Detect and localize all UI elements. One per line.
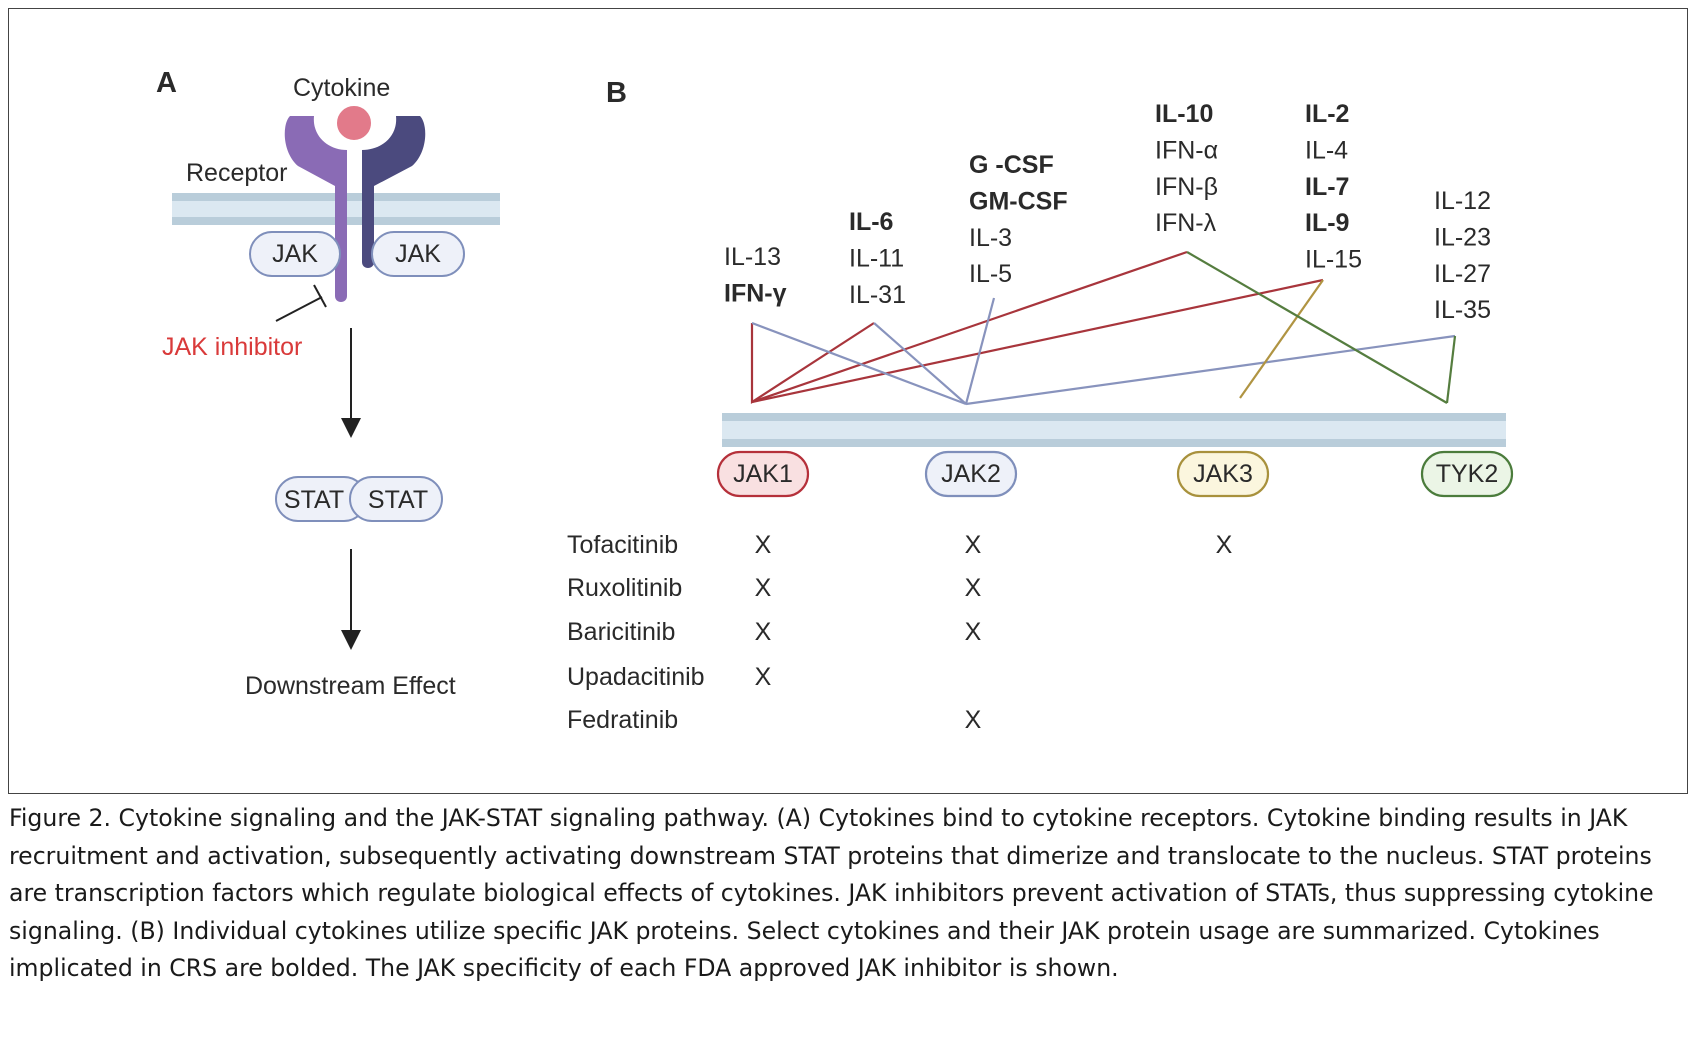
inhibition-mark: X bbox=[965, 574, 982, 602]
jak-pill-label: JAK3 bbox=[1193, 460, 1253, 488]
cytokine-label: IFN-γ bbox=[724, 279, 787, 307]
cytokine-label: IL-2 bbox=[1305, 100, 1349, 128]
link-jak3 bbox=[1239, 279, 1324, 399]
cytokine-label: IL-13 bbox=[724, 243, 781, 271]
stat-dimer: STAT STAT bbox=[275, 476, 443, 522]
jak-right-label: JAK bbox=[395, 240, 441, 268]
cytokine-label: IL-27 bbox=[1434, 260, 1491, 288]
jak-pill-label: JAK2 bbox=[941, 460, 1001, 488]
inhibitor-row: Tofacitinib X X X bbox=[567, 531, 1233, 559]
stat-left-label: STAT bbox=[284, 486, 344, 514]
jak-pill-label: JAK1 bbox=[733, 460, 793, 488]
cytokine-label: IFN-β bbox=[1155, 173, 1218, 201]
cytokine-label: IL-11 bbox=[849, 244, 904, 272]
cytokine-label: IL-9 bbox=[1305, 209, 1349, 237]
stat-right-label: STAT bbox=[368, 486, 428, 514]
inhibition-mark: X bbox=[755, 574, 772, 602]
inhibitor-row: Ruxolitinib X X bbox=[567, 574, 982, 602]
cytokine-label: IL-35 bbox=[1434, 296, 1491, 324]
inhibition-mark: X bbox=[755, 663, 772, 691]
panel-a-letter: A bbox=[156, 67, 177, 99]
receptor-label: Receptor bbox=[186, 159, 287, 187]
inhibition-mark: X bbox=[965, 706, 982, 734]
link-jak1 bbox=[751, 278, 1324, 404]
inhibition-mark: X bbox=[965, 531, 982, 559]
link-jak2 bbox=[965, 334, 1456, 406]
cytokine-label: GM-CSF bbox=[969, 187, 1068, 215]
jak-pill-tyk2: TYK2 bbox=[1420, 450, 1514, 498]
link-tyk2 bbox=[1445, 335, 1457, 404]
cytokine-label: IL-12 bbox=[1434, 187, 1491, 215]
inhibitor-name: Tofacitinib bbox=[567, 531, 678, 559]
cytokine-label: IL-6 bbox=[849, 208, 893, 236]
link-jak2 bbox=[964, 297, 996, 405]
cytokine-group: IL-2IL-4IL-7IL-9IL-15 bbox=[1305, 100, 1362, 274]
jak-stat-diagram: A Cytokine Receptor JAK JAK J bbox=[156, 67, 1514, 734]
inhibitor-name: Fedratinib bbox=[567, 706, 678, 734]
cytokine-label: IL-7 bbox=[1305, 173, 1349, 201]
link-jak2 bbox=[873, 322, 967, 405]
inhibition-mark: X bbox=[965, 618, 982, 646]
figure-caption: Figure 2. Cytokine signaling and the JAK… bbox=[9, 804, 1654, 982]
cytokine-label: IL-4 bbox=[1305, 136, 1348, 164]
cytokine-label: G -CSF bbox=[969, 151, 1054, 179]
cytokine-label: IFN-α bbox=[1155, 136, 1218, 164]
jak-pill-jak1: JAK1 bbox=[716, 450, 810, 498]
cytokine-label: Cytokine bbox=[293, 74, 390, 102]
inhibitor-name: Ruxolitinib bbox=[567, 574, 682, 602]
link-jak2 bbox=[751, 321, 967, 406]
cytokine-jak-links bbox=[750, 250, 1457, 406]
inhibitor-row: Fedratinib X bbox=[567, 706, 982, 734]
membrane-b bbox=[722, 413, 1506, 447]
jak-pill-label: TYK2 bbox=[1436, 460, 1499, 488]
inhibition-symbol bbox=[275, 284, 327, 322]
cytokine-ball bbox=[333, 102, 375, 144]
cytokine-label: IL-5 bbox=[969, 260, 1012, 288]
cytokine-label: IFN-λ bbox=[1155, 209, 1217, 237]
jak-left-label: JAK bbox=[272, 240, 318, 268]
link-jak1 bbox=[751, 250, 1188, 404]
inhibitor-row: Upadacitinib X bbox=[567, 663, 772, 691]
jak-pill-jak2: JAK2 bbox=[924, 450, 1018, 498]
inhibitor-row: Baricitinib X X bbox=[567, 618, 982, 646]
downstream-effect-label: Downstream Effect bbox=[245, 672, 456, 700]
receptor-shape bbox=[284, 116, 426, 302]
panel-a: A Cytokine Receptor JAK JAK J bbox=[156, 67, 500, 700]
jak-inhibitor-label: JAK inhibitor bbox=[162, 333, 302, 361]
jak-right-pill: JAK bbox=[371, 231, 465, 277]
inhibition-mark: X bbox=[1216, 531, 1233, 559]
jak-pill-jak3: JAK3 bbox=[1176, 450, 1270, 498]
link-tyk2 bbox=[1186, 251, 1448, 404]
panel-b-letter: B bbox=[606, 77, 627, 109]
jak-left-pill: JAK bbox=[249, 231, 341, 277]
cytokine-label: IL-23 bbox=[1434, 223, 1491, 251]
inhibitor-name: Baricitinib bbox=[567, 618, 675, 646]
cytokine-label: IL-10 bbox=[1155, 100, 1213, 128]
inhibitor-name: Upadacitinib bbox=[567, 663, 705, 691]
inhibition-mark: X bbox=[755, 618, 772, 646]
cytokine-label: IL-31 bbox=[849, 281, 906, 309]
cytokine-label: IL-15 bbox=[1305, 246, 1362, 274]
cytokine-group: G -CSF GM-CSF IL-3IL-5 bbox=[969, 151, 1068, 288]
inhibition-mark: X bbox=[755, 531, 772, 559]
jak-pills: JAK1 JAK2 JAK3 TYK2 bbox=[716, 450, 1514, 498]
cytokine-label: IL-3 bbox=[969, 224, 1012, 252]
figure-frame bbox=[8, 8, 1688, 794]
